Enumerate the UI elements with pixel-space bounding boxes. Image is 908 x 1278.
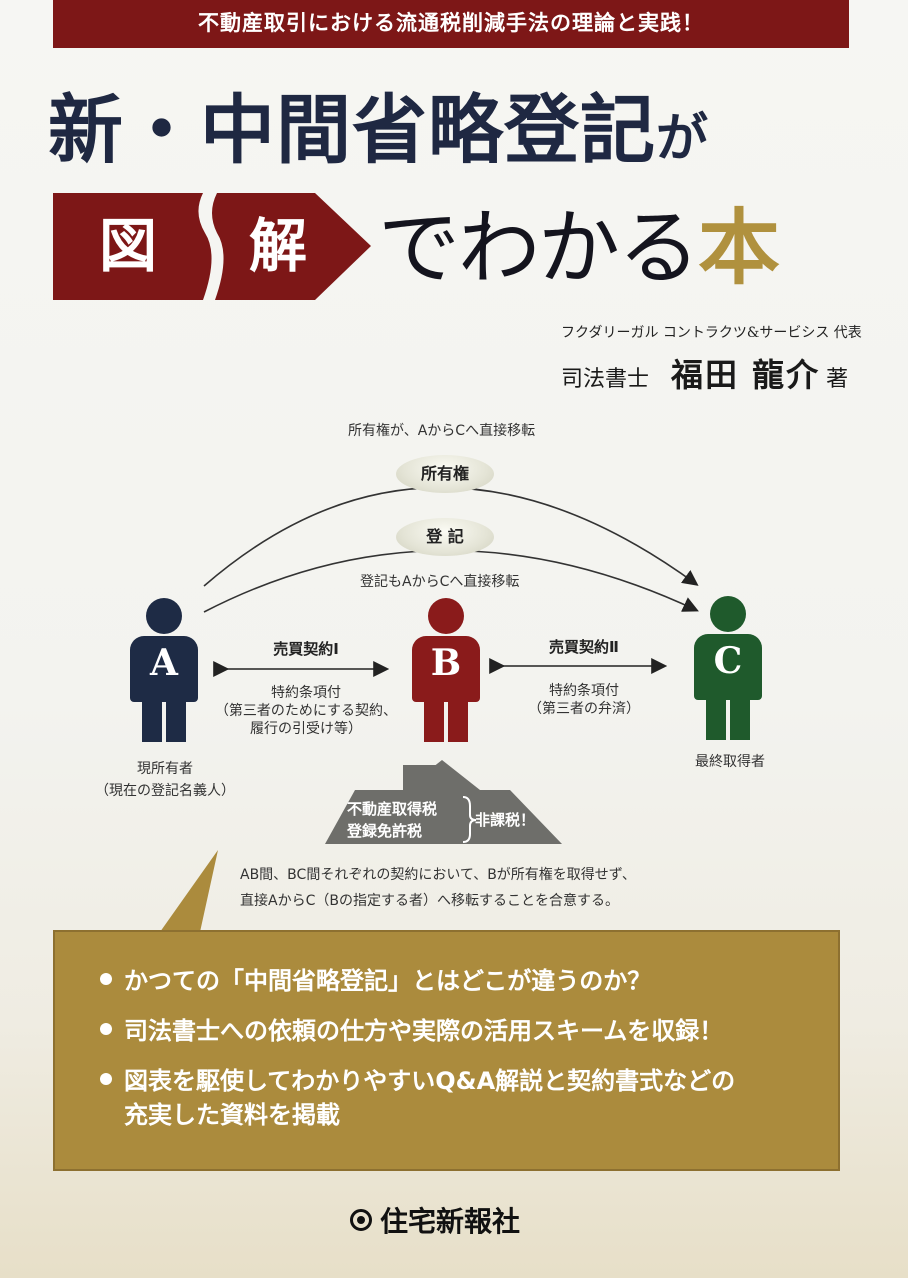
person-a-letter: A (150, 642, 178, 684)
speech-tail (55, 850, 218, 932)
person-c-label: 最終取得者 (695, 754, 765, 770)
diagram-note: AB間、BC間それぞれの契約において、Bが所有権を取得せず、 直接AからC（Bの… (240, 867, 636, 909)
contract-1-title: 売買契約Ⅰ (273, 640, 339, 658)
contract-2-title: 売買契約Ⅱ (549, 638, 619, 656)
author-organization: フクダリーガル コントラクツ&サービシス 代表 (561, 325, 862, 341)
tax-box: 不動産取得税 登録免許税 非課税！ (325, 758, 562, 844)
ownership-pill: 所有権 (396, 455, 494, 493)
bullet-icon (100, 1073, 112, 1085)
tax-registration: 登録免許税 (347, 822, 423, 840)
title-sub-text: でわかる (378, 201, 700, 296)
author-name: 福田 龍介 (671, 356, 821, 394)
contract-2-terms: 特約条項付 （第三者の弁済） (528, 683, 640, 717)
zu-character: 図 (98, 212, 157, 280)
publisher-name: 住宅新報社 (380, 1205, 521, 1238)
feature-item: かつての「中間省略登記」とはどこが違うのか？ (100, 964, 651, 998)
book-title-main: 新・中間省略登記が (48, 88, 868, 181)
person-c-letter: C (713, 640, 743, 682)
kai-character: 解 (248, 212, 307, 280)
ownership-caption: 所有権が、AからCへ直接移転 (348, 423, 536, 439)
person-a-label: 現所有者 （現在の登記名義人） (80, 758, 250, 802)
tax-exempt: 非課税！ (475, 811, 536, 829)
zukai-badge: 図 解 (53, 193, 373, 300)
person-c-figure: C (694, 596, 762, 742)
person-b-figure: B (412, 598, 480, 744)
title-main-text: 新・中間省略登記 (48, 86, 657, 174)
person-a-label-2: （現在の登記名義人） (95, 783, 235, 799)
contract-1-terms: 特約条項付 （第三者のためにする契約、 履行の引受け等） (214, 685, 398, 737)
publisher-logo-icon (350, 1209, 372, 1231)
author-line: 司法書士福田 龍介著 (561, 350, 848, 396)
registration-caption: 登記もAからCへ直接移転 (360, 574, 520, 590)
publisher: 住宅新報社 (350, 1200, 520, 1240)
author-role: 司法書士 (561, 367, 650, 392)
features-box: かつての「中間省略登記」とはどこが違うのか？ 司法書士への依頼の仕方や実際の活用… (53, 930, 840, 1171)
feature-item: 司法書士への依頼の仕方や実際の活用スキームを収録！ (100, 1014, 723, 1048)
tax-box-shape (325, 765, 562, 844)
person-a-figure: A (130, 598, 198, 744)
tax-brace (462, 796, 477, 843)
registration-pill: 登 記 (396, 518, 494, 556)
tagline-banner: 不動産取引における流通税削減手法の理論と実践！ (53, 0, 849, 48)
person-a-label-1: 現所有者 (137, 761, 193, 777)
author-suffix: 著 (826, 367, 849, 392)
bullet-icon (100, 1023, 112, 1035)
title-hon: 本 (698, 200, 780, 296)
tax-acquisition: 不動産取得税 (347, 800, 438, 818)
zukai-badge-shape (53, 193, 371, 300)
person-b-letter: B (430, 642, 462, 684)
bullet-icon (100, 973, 112, 985)
book-title-sub: でわかる本 (378, 193, 780, 304)
feature-item: 図表を駆使してわかりやすいQ&A解説と契約書式などの充実した資料を掲載 (100, 1064, 735, 1132)
title-particle: が (656, 109, 710, 169)
